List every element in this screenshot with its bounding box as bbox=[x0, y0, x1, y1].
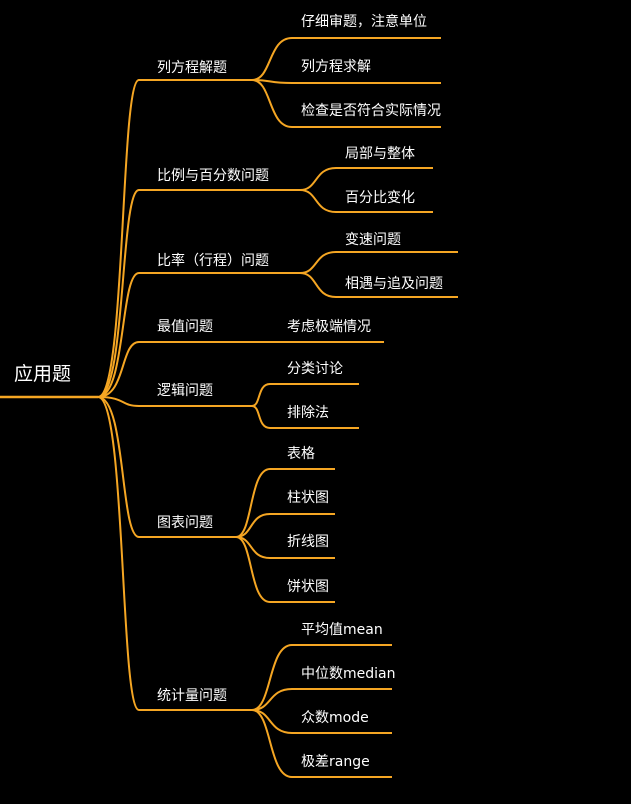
leaf-connector bbox=[251, 709, 293, 778]
leaf-connector bbox=[251, 383, 271, 407]
leaf-connector bbox=[235, 536, 271, 603]
leaf-node: 分类讨论 bbox=[287, 361, 343, 377]
leaf-node: 相遇与追及问题 bbox=[345, 276, 443, 292]
leaf-connector bbox=[235, 468, 271, 538]
leaf-node: 表格 bbox=[287, 446, 315, 462]
leaf-connector bbox=[251, 79, 293, 128]
leaf-connector bbox=[251, 37, 293, 81]
branch-connector bbox=[97, 396, 140, 538]
branch-node: 列方程解题 bbox=[157, 60, 227, 76]
leaf-node: 众数mode bbox=[301, 710, 369, 726]
leaf-connector bbox=[299, 189, 337, 213]
leaf-node: 检查是否符合实际情况 bbox=[301, 103, 441, 119]
leaf-node: 变速问题 bbox=[345, 232, 401, 248]
leaf-node: 折线图 bbox=[287, 534, 329, 550]
leaf-connector bbox=[299, 167, 337, 191]
branch-node: 逻辑问题 bbox=[157, 383, 213, 399]
leaf-connector bbox=[251, 644, 293, 711]
leaf-node: 仔细审题，注意单位 bbox=[301, 13, 427, 30]
branch-connector bbox=[97, 79, 140, 398]
leaf-connector bbox=[251, 405, 271, 429]
branch-connector bbox=[97, 189, 140, 398]
branch-connector bbox=[97, 341, 140, 398]
leaf-node: 饼状图 bbox=[287, 579, 329, 595]
branch-node: 比率（行程）问题 bbox=[157, 252, 269, 269]
leaf-node: 中位数median bbox=[301, 666, 395, 682]
mindmap-nodes: 应用题 列方程解题 仔细审题，注意单位列方程求解检查是否符合实际情况比例与百分数问题… bbox=[14, 13, 443, 770]
leaf-connector bbox=[299, 251, 337, 274]
leaf-node: 局部与整体 bbox=[345, 146, 415, 162]
branch-node: 比例与百分数问题 bbox=[157, 168, 269, 184]
leaf-connector bbox=[235, 513, 271, 538]
leaf-node: 柱状图 bbox=[287, 490, 329, 506]
branch-connector bbox=[97, 396, 140, 711]
root-node: 应用题 bbox=[14, 363, 71, 385]
leaf-connector bbox=[251, 688, 293, 711]
mindmap-edges bbox=[0, 37, 458, 778]
leaf-node: 百分比变化 bbox=[345, 190, 415, 206]
branch-node: 统计量问题 bbox=[157, 688, 227, 704]
branch-connector bbox=[97, 396, 140, 407]
branch-connector bbox=[97, 272, 140, 398]
leaf-connector bbox=[299, 272, 337, 298]
leaf-node: 排除法 bbox=[287, 405, 329, 421]
leaf-node: 考虑极端情况 bbox=[287, 319, 371, 335]
leaf-node: 列方程求解 bbox=[301, 59, 371, 75]
branch-node: 最值问题 bbox=[157, 319, 213, 335]
leaf-node: 平均值mean bbox=[301, 622, 383, 638]
branch-node: 图表问题 bbox=[157, 515, 213, 531]
leaf-node: 极差range bbox=[301, 754, 370, 770]
